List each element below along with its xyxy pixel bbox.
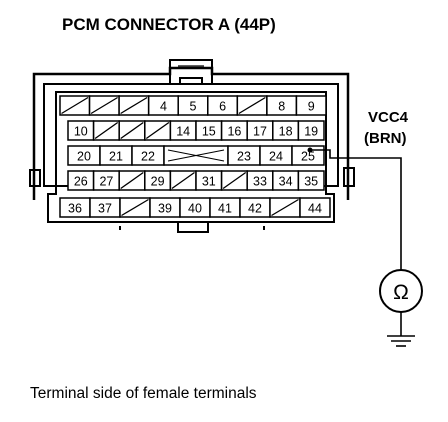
terminal-cell bbox=[144, 120, 172, 141]
terminal-number: 5 bbox=[190, 100, 197, 114]
terminal-number: 6 bbox=[219, 100, 226, 114]
terminal-grid: 4 5 6 8 9 10 14 15 16 17 18 19 20 21 22 23 24 25 26 27 29 31 3… bbox=[59, 95, 331, 218]
terminal-cell: 23 bbox=[227, 145, 261, 166]
terminal-number: 22 bbox=[141, 150, 155, 164]
terminal-number: 10 bbox=[74, 125, 88, 139]
terminal-number: 24 bbox=[269, 150, 283, 164]
terminal-cell: 27 bbox=[92, 170, 120, 191]
terminal-number: 39 bbox=[158, 202, 172, 216]
terminal-number: 44 bbox=[308, 202, 322, 216]
terminal-cell bbox=[118, 170, 146, 191]
terminal-cell: 21 bbox=[99, 145, 133, 166]
terminal-number: 26 bbox=[74, 175, 88, 189]
terminal-number: 23 bbox=[237, 150, 251, 164]
connector-housing bbox=[29, 59, 355, 233]
terminal-cell: 29 bbox=[144, 170, 172, 191]
terminal-number: 25 bbox=[301, 150, 315, 164]
terminal-cell: 31 bbox=[195, 170, 223, 191]
diagram-caption: Terminal side of female terminals bbox=[30, 385, 257, 402]
terminal-cell: 9 bbox=[295, 95, 327, 116]
terminal-number: 17 bbox=[253, 125, 267, 139]
terminal-cell: 10 bbox=[67, 120, 95, 141]
ohm-symbol: Ω bbox=[393, 281, 409, 304]
probe-wire bbox=[310, 149, 415, 347]
terminal-number: 8 bbox=[278, 100, 285, 114]
terminal-cell bbox=[92, 120, 120, 141]
probe-point bbox=[307, 147, 313, 153]
terminal-number: 14 bbox=[176, 125, 190, 139]
terminal-cell bbox=[118, 95, 150, 116]
terminal-number: 20 bbox=[77, 150, 91, 164]
terminal-number: 4 bbox=[160, 100, 167, 114]
terminal-number: 15 bbox=[202, 125, 216, 139]
terminal-number: 37 bbox=[98, 202, 112, 216]
terminal-number: 16 bbox=[227, 125, 241, 139]
wire-label-line1: VCC4 bbox=[368, 109, 409, 126]
terminal-cell: 41 bbox=[209, 197, 241, 218]
terminal-cell: 37 bbox=[89, 197, 121, 218]
terminal-number: 34 bbox=[279, 175, 293, 189]
terminal-number: 29 bbox=[151, 175, 165, 189]
terminal-cell: 33 bbox=[246, 170, 274, 191]
terminal-cell: 8 bbox=[266, 95, 298, 116]
terminal-number: 33 bbox=[253, 175, 267, 189]
terminal-number: 35 bbox=[304, 175, 318, 189]
terminal-cell: 42 bbox=[239, 197, 271, 218]
terminal-cell: 18 bbox=[272, 120, 300, 141]
terminal-cell bbox=[118, 120, 146, 141]
terminal-number: 31 bbox=[202, 175, 216, 189]
terminal-number: 40 bbox=[188, 202, 202, 216]
terminal-cell: 36 bbox=[59, 197, 91, 218]
terminal-number: 36 bbox=[68, 202, 82, 216]
terminal-cell bbox=[269, 197, 301, 218]
terminal-cell: 19 bbox=[297, 120, 325, 141]
terminal-cell: 14 bbox=[169, 120, 197, 141]
terminal-cell: 20 bbox=[67, 145, 101, 166]
terminal-cell: 22 bbox=[131, 145, 165, 166]
terminal-cell bbox=[119, 197, 151, 218]
terminal-cell: 16 bbox=[220, 120, 248, 141]
terminal-number: 27 bbox=[99, 175, 113, 189]
terminal-cell: 6 bbox=[207, 95, 239, 116]
terminal-cell: 39 bbox=[149, 197, 181, 218]
terminal-number: 41 bbox=[218, 202, 232, 216]
terminal-cell bbox=[59, 95, 91, 116]
terminal-number: 21 bbox=[109, 150, 123, 164]
terminal-number: 18 bbox=[279, 125, 293, 139]
terminal-cell: 40 bbox=[179, 197, 211, 218]
ohmmeter: Ω bbox=[379, 269, 423, 313]
terminal-cell: 4 bbox=[147, 95, 179, 116]
terminal-cell: 44 bbox=[299, 197, 331, 218]
terminal-cell: 5 bbox=[177, 95, 209, 116]
terminal-cell bbox=[163, 145, 229, 166]
diagram-title: PCM CONNECTOR A (44P) bbox=[62, 15, 276, 34]
terminal-number: 19 bbox=[304, 125, 318, 139]
terminal-cell bbox=[88, 95, 120, 116]
terminal-number: 42 bbox=[248, 202, 262, 216]
terminal-cell: 34 bbox=[272, 170, 300, 191]
terminal-cell: 26 bbox=[67, 170, 95, 191]
terminal-cell bbox=[236, 95, 268, 116]
wire-label-line2: (BRN) bbox=[364, 130, 407, 147]
terminal-cell: 15 bbox=[195, 120, 223, 141]
terminal-cell: 24 bbox=[259, 145, 293, 166]
terminal-cell bbox=[220, 170, 248, 191]
terminal-cell bbox=[169, 170, 197, 191]
terminal-cell: 17 bbox=[246, 120, 274, 141]
terminal-cell: 35 bbox=[297, 170, 325, 191]
terminal-number: 9 bbox=[308, 100, 315, 114]
